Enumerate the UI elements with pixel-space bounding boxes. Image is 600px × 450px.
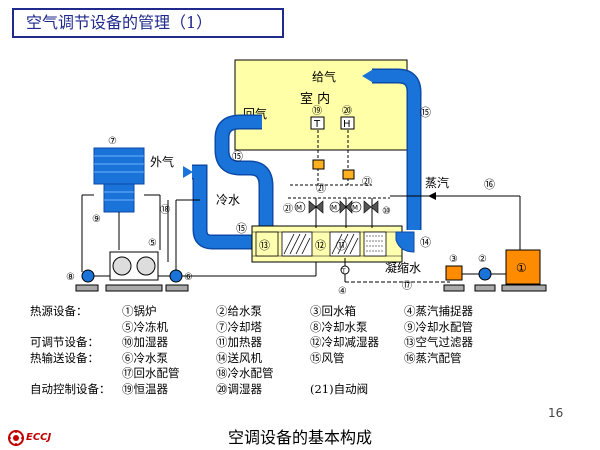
feed-pump-base <box>474 284 496 292</box>
condensate-label: 凝缩水 <box>385 260 421 275</box>
legend-item: ⑫冷却减湿器 <box>310 335 379 349</box>
legend-item: ⑭送风机 <box>216 350 262 365</box>
coil-label-12: ⑫ <box>315 239 326 252</box>
legend-item: ①锅炉 <box>122 304 157 318</box>
legend-item: ⑳调湿器 <box>216 381 262 396</box>
supply-fan <box>395 231 415 253</box>
humidistat-letter: H <box>343 119 351 130</box>
supply-air-label: 给气 <box>312 69 336 84</box>
legend-item: ⑪加热器 <box>216 335 262 349</box>
valves <box>294 200 379 214</box>
valve-label-21a: ㉑ <box>316 183 326 195</box>
coil-label-13: ⑬ <box>259 239 270 252</box>
label-6: ⑥ <box>184 272 193 283</box>
legend-category <box>30 366 122 382</box>
legend-row: ⑰回水配管 ⑱冷水配管 <box>30 366 510 382</box>
room-label: 室 内 <box>300 91 330 107</box>
logo-text: ECCJ <box>26 432 52 443</box>
legend-item: ④蒸汽捕捉器 <box>404 304 473 318</box>
humidistat-box <box>340 116 355 130</box>
legend-item: (21)自动阀 <box>310 381 369 396</box>
figure-caption: 空调设备的基本构成 <box>227 428 372 447</box>
legend-category: 热源设备： <box>30 304 88 318</box>
legend-row: 可调节设备： ⑩加湿器 ⑪加热器 ⑫冷却减湿器 ⑬空气过滤器 <box>30 335 510 351</box>
legend-item: ②给水泵 <box>216 304 262 318</box>
legend: 热源设备： ①锅炉 ②给水泵 ③回水箱 ④蒸汽捕捉器 ⑤冷冻机 ⑦冷却塔 ⑧冷却… <box>30 304 510 397</box>
cooling-tower <box>93 147 145 185</box>
legend-item: ⑲恒温器 <box>122 381 168 396</box>
legend-row: 自动控制设备： ⑲恒温器 ⑳调湿器 (21)自动阀 <box>30 382 510 398</box>
duct-label-15c: ⑮ <box>236 222 247 235</box>
air-filter <box>255 231 279 257</box>
legend-row: 热源设备： ①锅炉 ②给水泵 ③回水箱 ④蒸汽捕捉器 <box>30 304 510 320</box>
legend-item: ⑯蒸汽配管 <box>404 350 462 365</box>
eccj-logo-icon <box>8 430 24 446</box>
coil-label-11: ⑪ <box>336 239 347 252</box>
page-number: 16 <box>548 406 564 420</box>
label-14: ⑭ <box>420 236 431 249</box>
label-5: ⑤ <box>148 238 157 249</box>
feed-water-pump <box>478 267 492 281</box>
label-3: ③ <box>449 254 458 265</box>
legend-row: 热输送设备： ⑥冷水泵 ⑭送风机 ⑮风管 ⑯蒸汽配管 <box>30 351 510 367</box>
controller-box-2 <box>342 169 355 180</box>
slide-title: 空气调节设备的管理（1） <box>12 8 284 38</box>
duct-label-15a: ⑮ <box>420 106 431 119</box>
humidifier <box>363 231 387 257</box>
legend-item: ③回水箱 <box>310 304 356 318</box>
sensor-thermostat-number: ⑲ <box>312 105 322 117</box>
legend-category: 热输送设备： <box>30 350 99 365</box>
outside-air-arrow <box>183 166 193 178</box>
label-9: ⑨ <box>92 214 101 225</box>
valve-label-21b: ㉑ <box>283 203 293 215</box>
legend-category: 自动控制设备： <box>30 381 111 396</box>
thermostat-box <box>310 116 325 130</box>
legend-item: ⑩加湿器 <box>122 335 168 349</box>
controller-box-1 <box>312 159 325 170</box>
label-7: ⑦ <box>108 136 117 147</box>
label-17: ⑰ <box>402 280 412 292</box>
valve-motor-2: M <box>331 204 337 212</box>
cold-water-label: 冷水 <box>216 193 240 207</box>
legend-item <box>404 382 504 398</box>
sensor-humidistat-number: ⑳ <box>342 105 352 117</box>
hvac-diagram: 室 内 给气 回气 ⑬ ⑫ ⑪ ⑲ ⑳ T H <box>66 59 547 297</box>
duct-label-15b: ⑮ <box>232 150 243 163</box>
legend-item: ⑥冷水泵 <box>122 350 168 365</box>
valve-motor-3: M <box>352 204 358 212</box>
legend-item: ⑰回水配管 <box>122 366 180 380</box>
steam-label: 蒸汽 <box>425 175 449 190</box>
legend-item: ⑧冷却水泵 <box>310 319 368 334</box>
legend-item: ⑨冷却水配管 <box>404 319 473 334</box>
label-4: ④ <box>338 286 347 297</box>
label-1: ① <box>516 261 527 275</box>
thermostat-letter: T <box>313 119 321 130</box>
label-18: ⑱ <box>160 204 170 216</box>
chilled-water-pump <box>169 269 183 283</box>
valve-motor-1: M <box>296 204 302 212</box>
legend-item: ⑱冷水配管 <box>216 366 274 380</box>
valve-label-21c: ㉑ <box>362 176 372 188</box>
legend-item: ⑤冷冻机 <box>122 319 168 334</box>
label-16: ⑯ <box>484 178 495 191</box>
legend-category <box>30 320 122 336</box>
legend-row: ⑤冷冻机 ⑦冷却塔 ⑧冷却水泵 ⑨冷却水配管 <box>30 320 510 336</box>
return-tank <box>445 265 463 281</box>
label-2: ② <box>478 254 487 265</box>
legend-item: ⑬空气过滤器 <box>404 335 473 349</box>
supply-arrow <box>362 70 372 82</box>
label-10: ⑩ <box>382 206 391 217</box>
trap-letter: T <box>341 268 346 275</box>
outside-air-label: 外气 <box>150 154 174 169</box>
legend-category: 可调节设备： <box>30 335 99 349</box>
legend-item <box>404 366 504 382</box>
legend-item <box>310 366 404 382</box>
legend-item: ⑮风管 <box>310 350 345 365</box>
cooling-water-pump <box>81 269 95 283</box>
boiler <box>505 249 541 285</box>
label-8: ⑧ <box>66 272 75 283</box>
legend-item: ⑦冷却塔 <box>216 319 262 334</box>
